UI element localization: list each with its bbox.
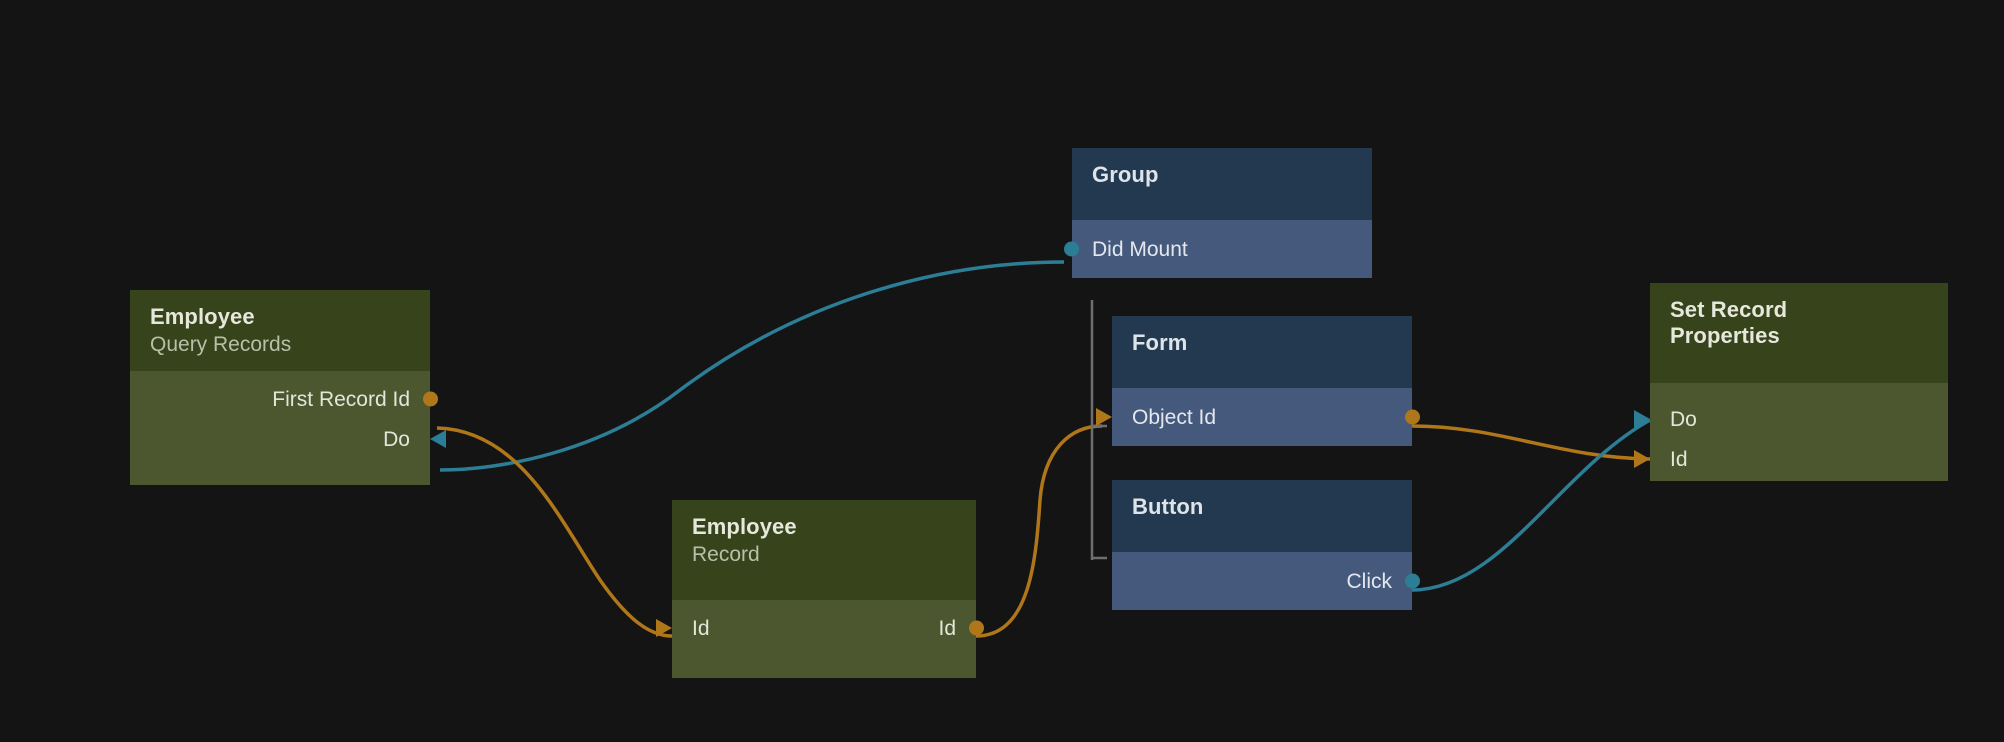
port-knob-event-out[interactable] [1405, 573, 1420, 589]
node-body: Did Mount [1064, 220, 1372, 278]
port-label: Id [1670, 447, 1688, 471]
port-arrow-data-in[interactable] [656, 619, 672, 637]
port-label: Object Id [1132, 405, 1217, 429]
edge-employeeid-to-objectid [975, 424, 1103, 638]
node-header: Button [1112, 480, 1412, 552]
node-body: Do Id [1634, 383, 1948, 481]
node-header: Employee Query Records [130, 290, 430, 372]
port-do[interactable]: Do [1634, 399, 1948, 439]
node-set-record-properties[interactable]: Set Record Properties Do Id [1634, 283, 1948, 481]
node-group[interactable]: Group Did Mount [1064, 148, 1372, 278]
port-label: Do [1670, 407, 1697, 431]
node-body: Id Id [656, 600, 984, 678]
node-title: Button [1132, 494, 1204, 519]
node-title: Form [1132, 330, 1188, 355]
edge-firstrecordid-to-id [436, 426, 673, 638]
port-arrow-data-in[interactable] [1634, 450, 1650, 468]
port-label: Click [1346, 569, 1393, 593]
port-knob-event-out[interactable] [1064, 241, 1079, 257]
node-body: Click [1112, 552, 1420, 610]
node-title: Employee [150, 304, 255, 329]
node-button[interactable]: Button Click [1112, 480, 1420, 610]
node-body: Object Id [1096, 388, 1420, 446]
node-employee-record[interactable]: Employee Record Id Id [656, 500, 984, 678]
node-form[interactable]: Form Object Id [1096, 316, 1420, 446]
edge-didmount-to-do [439, 260, 1065, 472]
node-title-line1: Set Record [1670, 297, 1788, 322]
edge-objectid-to-setid [1411, 424, 1651, 461]
port-knob-data-out[interactable] [1405, 409, 1420, 425]
node-subtitle: Record [692, 542, 760, 566]
port-first-record-id[interactable]: First Record Id [130, 379, 438, 419]
port-arrow-event-in[interactable] [1634, 410, 1650, 428]
port-label-id-in: Id [692, 616, 710, 640]
node-header: Group [1072, 148, 1372, 220]
port-arrow-data-in[interactable] [1096, 408, 1112, 426]
port-label: Did Mount [1092, 237, 1188, 261]
port-object-id[interactable]: Object Id [1096, 397, 1420, 437]
port-did-mount[interactable]: Did Mount [1064, 229, 1372, 269]
node-header: Form [1112, 316, 1412, 388]
node-title: Employee [692, 514, 797, 539]
port-knob-data-out[interactable] [423, 391, 438, 407]
port-arrow-event-in[interactable] [430, 430, 446, 449]
port-do[interactable]: Do [130, 419, 446, 459]
node-subtitle: Query Records [150, 332, 292, 356]
edge-click-to-do [1411, 418, 1651, 592]
node-body: First Record Id Do [130, 371, 446, 486]
node-title: Group [1092, 162, 1159, 187]
port-knob-data-out[interactable] [969, 620, 984, 636]
port-label: Do [383, 427, 410, 451]
node-employee-query-records[interactable]: Employee Query Records First Record Id D… [130, 290, 446, 486]
node-title-line2: Properties [1670, 322, 1780, 348]
port-label-id-out: Id [938, 616, 956, 640]
port-row-id[interactable]: Id Id [656, 608, 984, 648]
port-label: First Record Id [272, 387, 410, 411]
node-header: Set Record Properties [1650, 283, 1948, 383]
node-header: Employee Record [672, 500, 976, 600]
group-children-bracket [1090, 300, 1107, 560]
port-click[interactable]: Click [1112, 561, 1420, 601]
port-id[interactable]: Id [1634, 439, 1948, 479]
